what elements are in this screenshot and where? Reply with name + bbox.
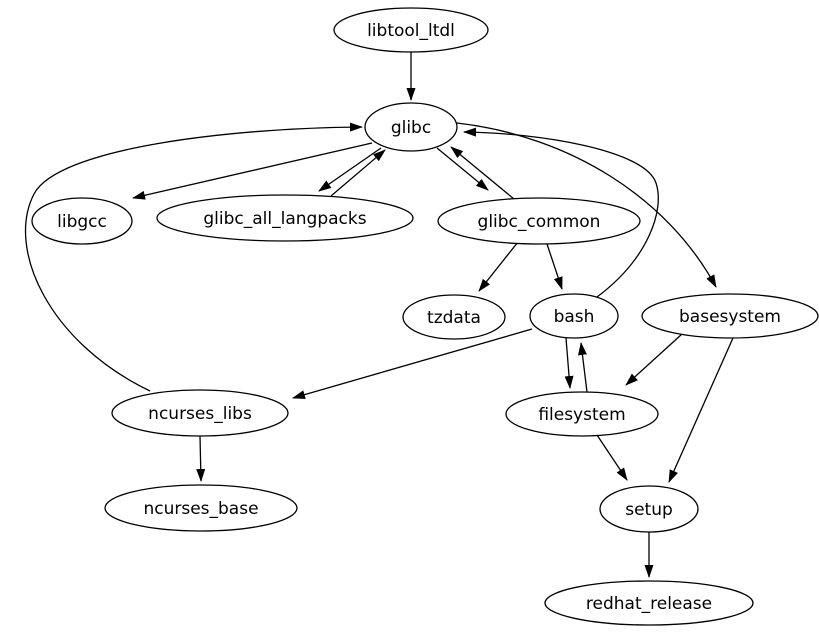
node-libtool_ltdl-label: libtool_ltdl — [367, 21, 455, 41]
node-glibc-label: glibc — [391, 118, 431, 138]
node-glibc_all_langpacks-shape — [156, 194, 414, 242]
node-basesystem-label: basesystem — [679, 307, 781, 327]
node-ncurses_base-shape — [104, 484, 298, 532]
node-setup-shape — [599, 485, 699, 533]
node-setup: setup — [599, 485, 699, 533]
node-redhat_release-shape — [544, 580, 754, 626]
edge-glibc_common-tzdata — [478, 241, 519, 292]
node-glibc_common: glibc_common — [437, 197, 641, 245]
node-libtool_ltdl-shape — [333, 7, 489, 53]
node-glibc-shape — [364, 102, 458, 152]
node-libgcc-label: libgcc — [57, 212, 107, 232]
edge-bash-ncurses_libs — [292, 328, 533, 399]
node-tzdata: tzdata — [402, 294, 506, 340]
node-libtool_ltdl: libtool_ltdl — [333, 7, 489, 53]
edge-glibc-basesystem — [456, 122, 717, 288]
node-redhat_release: redhat_release — [544, 580, 754, 626]
node-ncurses_libs-shape — [111, 389, 289, 437]
node-glibc_common-shape — [437, 197, 641, 245]
node-libgcc: libgcc — [31, 197, 133, 245]
edge-glibc-glibc_all_langpacks — [318, 147, 382, 192]
edge-filesystem-bash — [577, 342, 588, 393]
node-bash-shape — [529, 293, 619, 339]
edge-ncurses_libs-glibc — [25, 122, 363, 392]
edge-glibc-libgcc — [132, 142, 373, 200]
node-glibc_all_langpacks: glibc_all_langpacks — [156, 194, 414, 242]
edge-glibc_all_langpacks-glibc — [330, 149, 386, 197]
node-libgcc-shape — [31, 197, 133, 245]
node-filesystem-shape — [505, 391, 659, 437]
node-filesystem-label: filesystem — [538, 405, 625, 425]
node-redhat_release-label: redhat_release — [586, 594, 712, 614]
node-tzdata-label: tzdata — [427, 308, 481, 328]
node-basesystem: basesystem — [641, 293, 819, 339]
edge-filesystem-setup — [596, 434, 628, 481]
edge-glibc_common-bash — [546, 243, 563, 290]
node-bash-label: bash — [554, 307, 595, 327]
node-glibc_all_langpacks-label: glibc_all_langpacks — [203, 209, 366, 229]
node-setup-label: setup — [625, 500, 673, 520]
edge-basesystem-filesystem — [625, 333, 683, 386]
node-ncurses_base-label: ncurses_base — [143, 499, 258, 519]
node-bash: bash — [529, 293, 619, 339]
node-basesystem-shape — [641, 293, 819, 339]
edge-bash-glibc — [463, 127, 659, 298]
node-glibc_common-label: glibc_common — [478, 212, 601, 232]
node-ncurses_libs: ncurses_libs — [111, 389, 289, 437]
edge-glibc-glibc_common — [436, 147, 489, 191]
node-ncurses_base: ncurses_base — [104, 484, 298, 532]
node-glibc: glibc — [364, 102, 458, 152]
node-tzdata-shape — [402, 294, 506, 340]
node-filesystem: filesystem — [505, 391, 659, 437]
edge-glibc_common-glibc — [450, 146, 515, 200]
edge-bash-filesystem — [564, 337, 574, 389]
edge-ncurses_libs-ncurses_base — [196, 435, 206, 482]
node-ncurses_libs-label: ncurses_libs — [148, 404, 252, 424]
edge-basesystem-setup — [668, 337, 734, 483]
